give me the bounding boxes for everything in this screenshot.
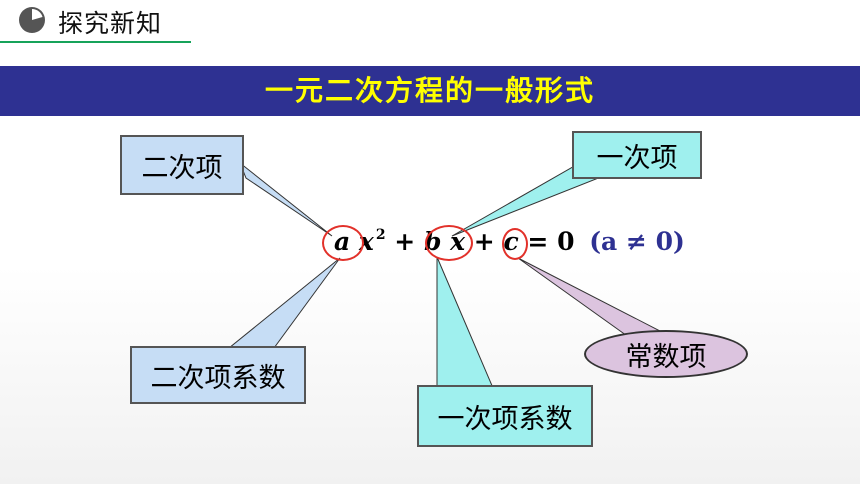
condition: (a ≠ 0) — [589, 227, 685, 256]
plus-sign: + — [394, 227, 416, 256]
highlight-ring-bx — [425, 225, 473, 261]
connector-constant-term — [517, 257, 664, 339]
equals-zero: = 0 — [527, 227, 575, 256]
header-title: 探究新知 — [58, 9, 163, 38]
connector-linear-coefficient — [436, 256, 494, 389]
label-quadratic-coefficient: 二次项系数 — [130, 346, 306, 404]
highlight-ring-ax2 — [322, 225, 364, 261]
pie-chart-icon — [19, 7, 45, 33]
section-banner: 一元二次方程的一般形式 — [0, 66, 860, 116]
header: 探究新知 — [0, 0, 860, 44]
highlight-ring-c — [502, 228, 528, 260]
exponent: 2 — [375, 227, 386, 243]
header-underline — [0, 41, 191, 43]
label-linear-term: 一次项 — [572, 131, 702, 179]
connector-quadratic-term — [238, 161, 333, 237]
label-constant-term: 常数项 — [584, 330, 748, 378]
label-quadratic-term: 二次项 — [120, 135, 244, 195]
label-linear-coefficient: 一次项系数 — [417, 385, 593, 447]
plus-sign: + — [473, 227, 495, 256]
connector-quadratic-coefficient — [227, 257, 341, 349]
